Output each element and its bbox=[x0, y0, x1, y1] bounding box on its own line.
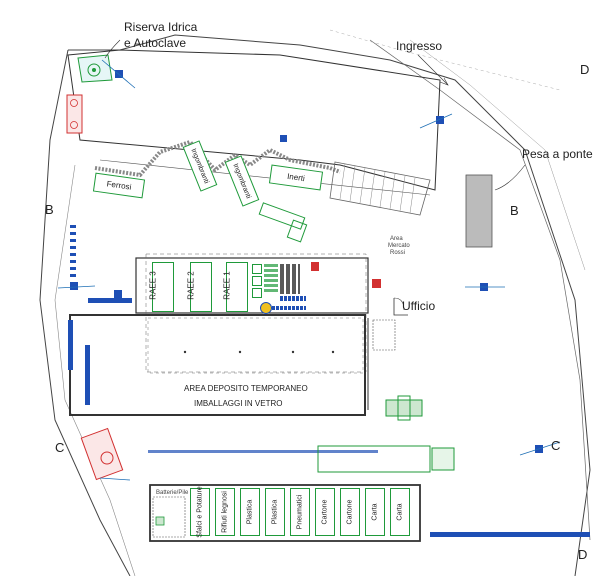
raee-container-1: RAEE 1 bbox=[222, 262, 248, 312]
scale-label: Pesa a ponte bbox=[522, 147, 593, 161]
weighbridge-pointer bbox=[494, 164, 526, 191]
deposit-label-2: IMBALLAGGI IN VETRO bbox=[194, 399, 283, 408]
glass-deposit-inner bbox=[147, 317, 364, 374]
bottom-zone bbox=[149, 484, 421, 542]
raee-dash bbox=[145, 253, 367, 373]
raee-container-2: RAEE 2 bbox=[186, 262, 212, 312]
raee-area bbox=[135, 257, 369, 314]
bottom-container-4: Plastica bbox=[265, 488, 285, 536]
battery-box bbox=[152, 496, 186, 538]
bottom-container-label-8: Carta bbox=[371, 503, 379, 521]
bottom-container-label-3: Plastica bbox=[246, 499, 254, 525]
raee-2-label: RAEE 2 bbox=[186, 271, 196, 300]
container-inerti-label: Inerti bbox=[286, 171, 306, 184]
battery-cell bbox=[155, 516, 165, 526]
water-reserve bbox=[77, 54, 113, 83]
office-symbol bbox=[372, 297, 408, 351]
red-tank bbox=[66, 94, 83, 134]
raee-red-icon bbox=[311, 262, 319, 271]
bottom-container-5: Pneumatici bbox=[290, 488, 310, 536]
deposit-dots bbox=[183, 350, 335, 354]
section-d-bottom: D bbox=[578, 547, 588, 562]
bottom-container-7: Cartone bbox=[340, 488, 360, 536]
small-bins bbox=[252, 262, 310, 314]
office-red-icon bbox=[372, 279, 381, 288]
bottom-container-label-5: Pneumatici bbox=[296, 494, 304, 530]
raee-container-3: RAEE 3 bbox=[148, 262, 174, 312]
reserve-label-2: e Autoclave bbox=[124, 36, 187, 50]
bottom-container-6: Cartone bbox=[315, 488, 335, 536]
entrance-label: Ingresso bbox=[396, 39, 443, 53]
platform-ridge bbox=[99, 159, 431, 196]
bottom-container-8: Carta bbox=[365, 488, 385, 536]
bottom-container-label-9: Carta bbox=[396, 503, 404, 521]
access-road-inner bbox=[409, 39, 586, 271]
office-label: Ufficio bbox=[402, 299, 436, 313]
raee-3-label: RAEE 3 bbox=[148, 271, 158, 300]
container-ferrosi-label: Ferrosi bbox=[106, 179, 132, 192]
bottom-container-3: Plastica bbox=[240, 488, 260, 536]
red-vehicle bbox=[80, 427, 124, 481]
section-lines bbox=[57, 59, 561, 481]
small-area-label-3: Rossi bbox=[390, 250, 406, 256]
deposit-label-1: AREA DEPOSITO TEMPORANEO bbox=[184, 384, 308, 393]
bottom-container-label-6: Cartone bbox=[321, 499, 329, 525]
bottom-container-9: Carta bbox=[390, 488, 410, 536]
site-boundary-inner-left bbox=[54, 164, 136, 576]
retaining-wall bbox=[94, 139, 341, 178]
bottom-container-label-7: Cartone bbox=[346, 499, 354, 525]
section-d-top: D bbox=[580, 62, 590, 77]
green-machine bbox=[258, 202, 308, 243]
bottom-container-2: Rifiuti legnosi bbox=[215, 488, 235, 536]
bottom-container-label-1: Sfalci e Potature bbox=[196, 486, 204, 538]
ramp-hatch bbox=[329, 161, 431, 216]
dashed-edge bbox=[329, 29, 561, 91]
raee-1-label: RAEE 1 bbox=[222, 271, 232, 300]
section-c-left: C bbox=[55, 440, 65, 455]
access-road bbox=[369, 39, 591, 541]
small-area-label-1: Area bbox=[390, 236, 403, 242]
bottom-container-1: Sfalci e Potature bbox=[190, 486, 210, 538]
truck bbox=[317, 445, 455, 473]
green-tractor bbox=[385, 395, 423, 421]
bottom-container-row: Sfalci e Potature Rifiuti legnosi Plastica… bbox=[190, 486, 420, 538]
section-b-right: B bbox=[510, 203, 519, 218]
site-boundary-left bbox=[39, 49, 131, 576]
section-b-left: B bbox=[45, 202, 54, 217]
upper-platform bbox=[67, 49, 441, 191]
battery-label: Batterie/Pile bbox=[156, 490, 189, 496]
reserve-label-1: Riserva Idrica bbox=[124, 20, 198, 34]
site-boundary bbox=[68, 34, 591, 576]
blue-parking bbox=[68, 225, 590, 537]
section-c-right: C bbox=[551, 438, 561, 453]
bottom-container-label-4: Plastica bbox=[271, 499, 279, 525]
weighbridge bbox=[465, 174, 493, 248]
bottom-container-label-2: Rifiuti legnosi bbox=[221, 491, 229, 533]
small-area-label-2: Mercato bbox=[388, 243, 410, 249]
